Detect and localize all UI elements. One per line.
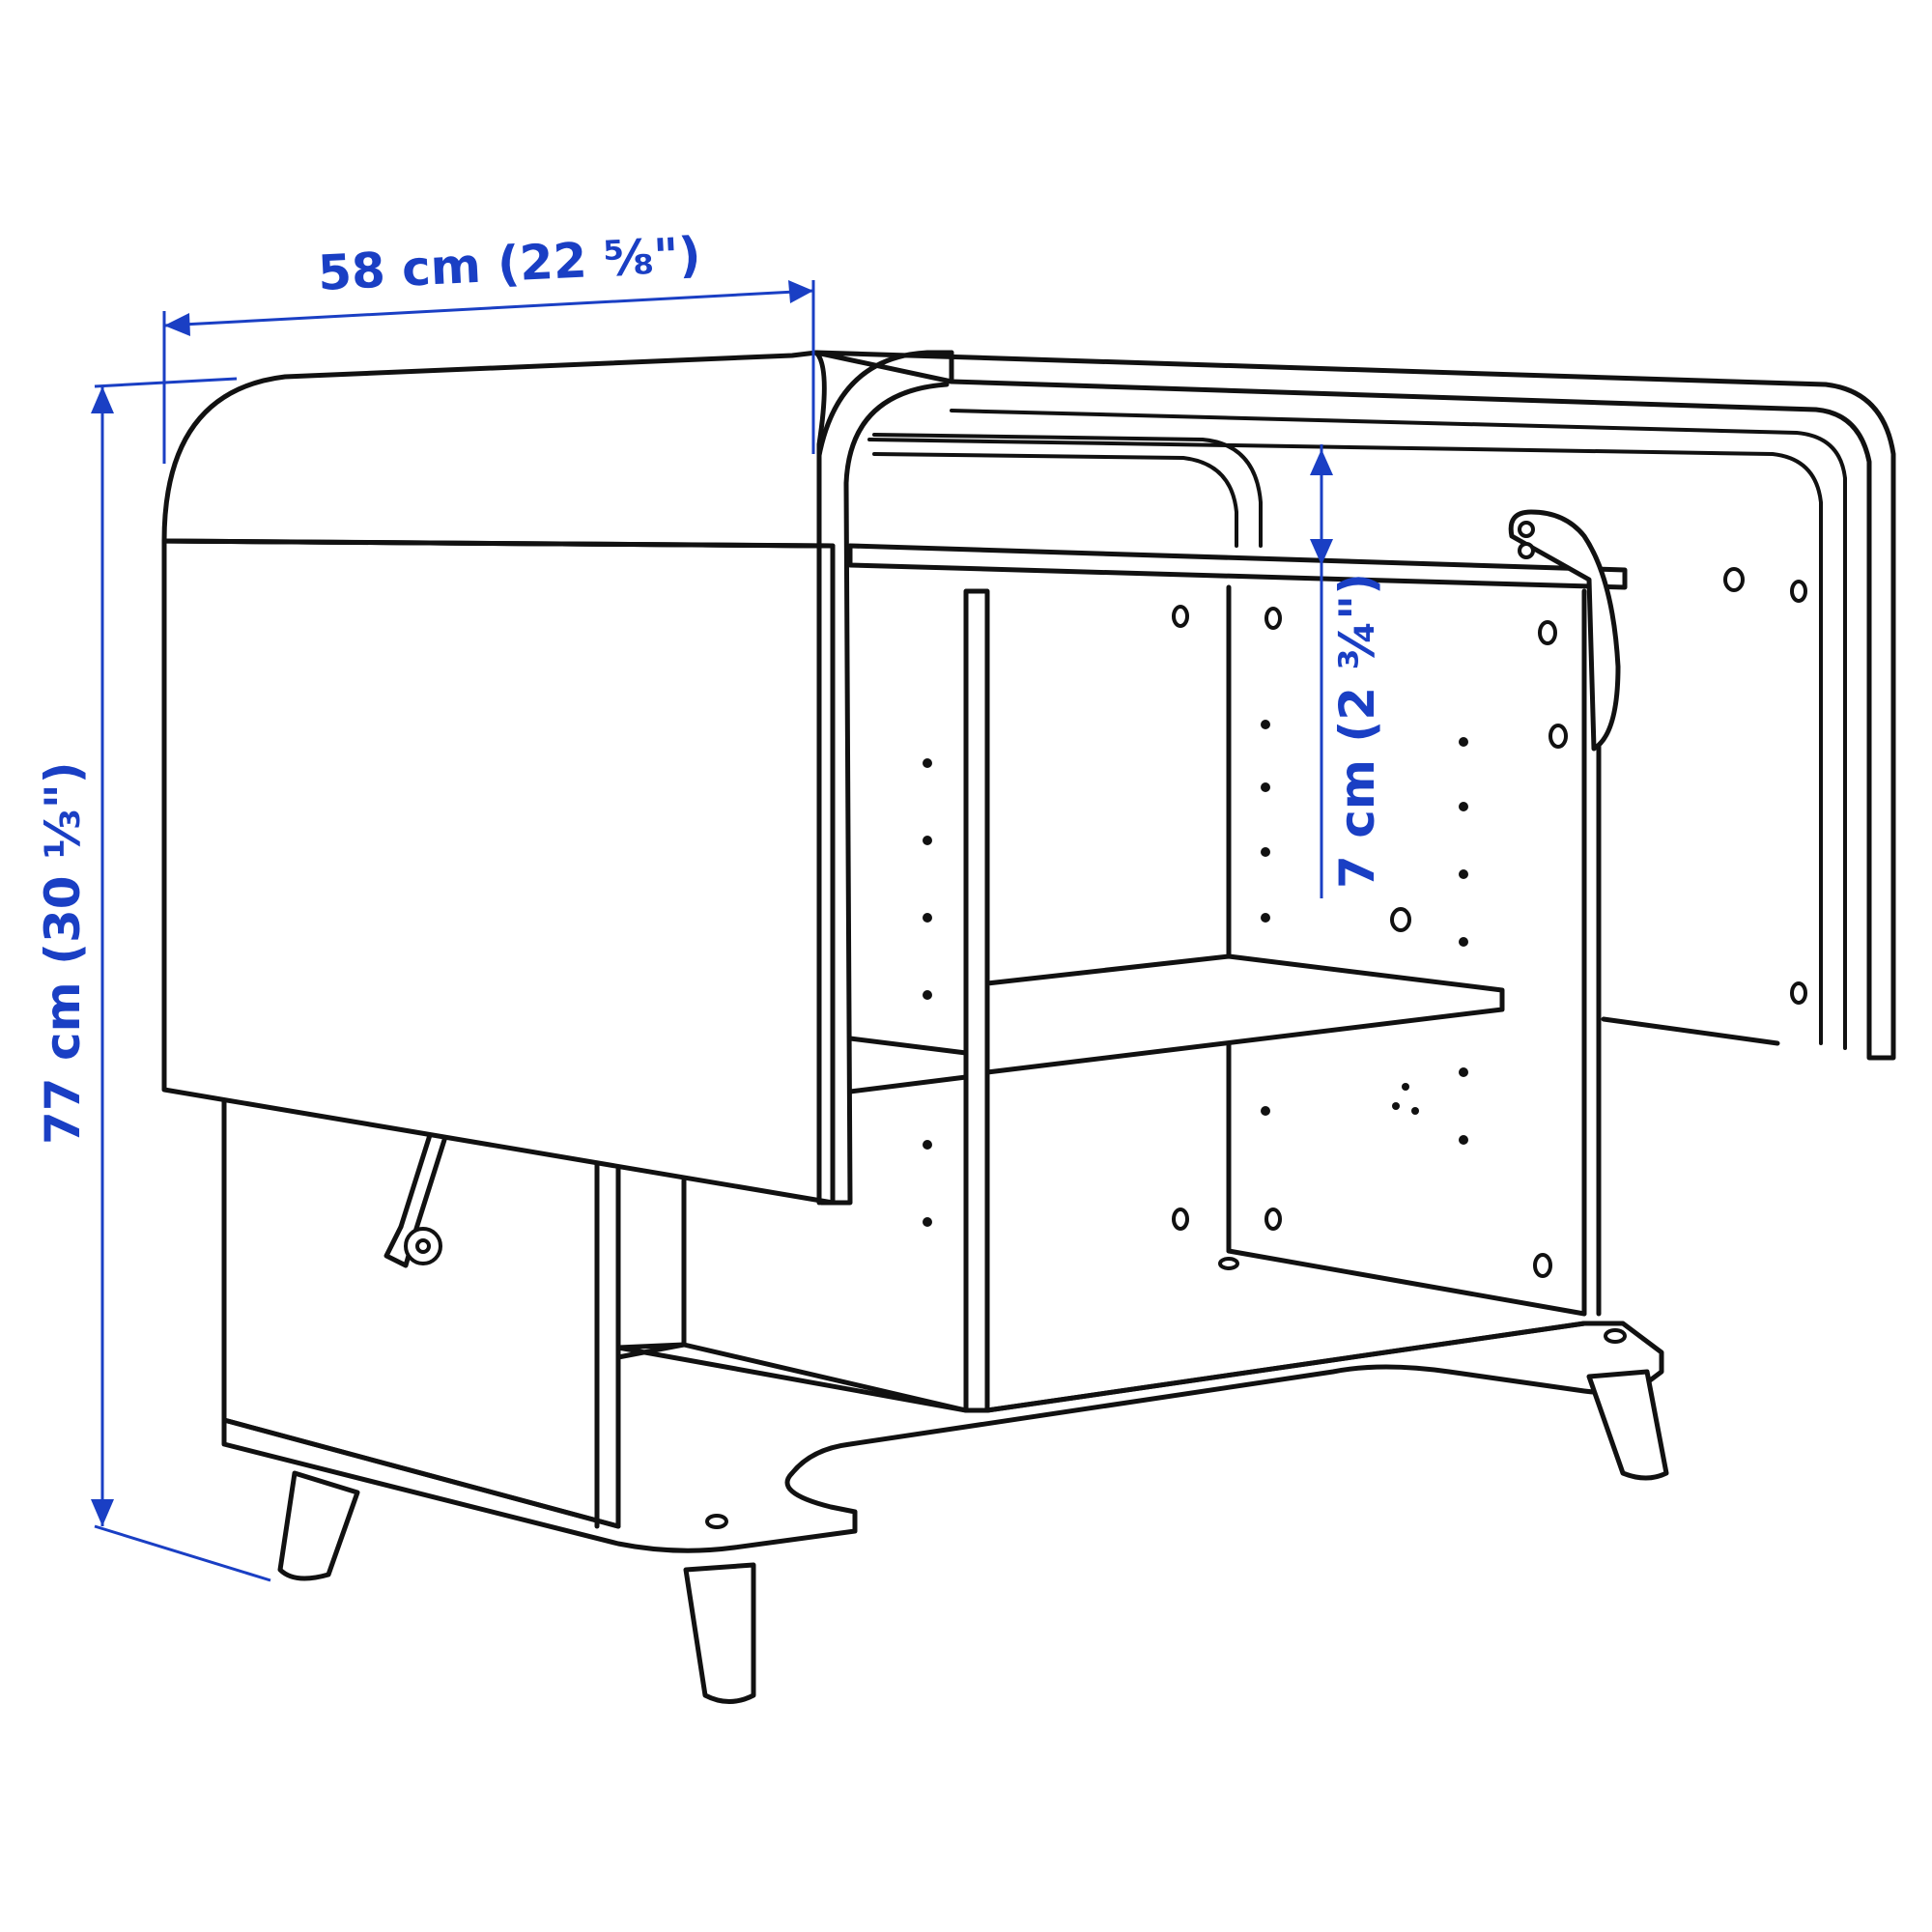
hardware-holes <box>923 567 1807 1278</box>
width-dimension-label: 58 cm (22 ⅝") <box>317 227 702 301</box>
legs <box>277 1369 1669 1704</box>
left-arch-upright <box>813 350 1263 1206</box>
middle-divider <box>963 588 990 1413</box>
hinge-bracket <box>1508 509 1621 752</box>
dimension-height: 77 cm (30 ⅓") <box>35 377 271 1582</box>
front-lid <box>161 350 836 1206</box>
gas-strut <box>384 1132 447 1268</box>
height-dimension-label: 77 cm (30 ⅓") <box>35 761 91 1145</box>
upper-shelf <box>847 543 1628 590</box>
rear-top-frame <box>813 350 1896 1061</box>
dimension-gap: 7 cm (2 ¾") <box>1310 444 1385 898</box>
middle-shelf <box>847 953 1505 1094</box>
interior-back-panel <box>1226 584 1602 1317</box>
left-lower-cabinet <box>221 1094 969 1529</box>
gap-dimension-label: 7 cm (2 ¾") <box>1329 573 1385 889</box>
